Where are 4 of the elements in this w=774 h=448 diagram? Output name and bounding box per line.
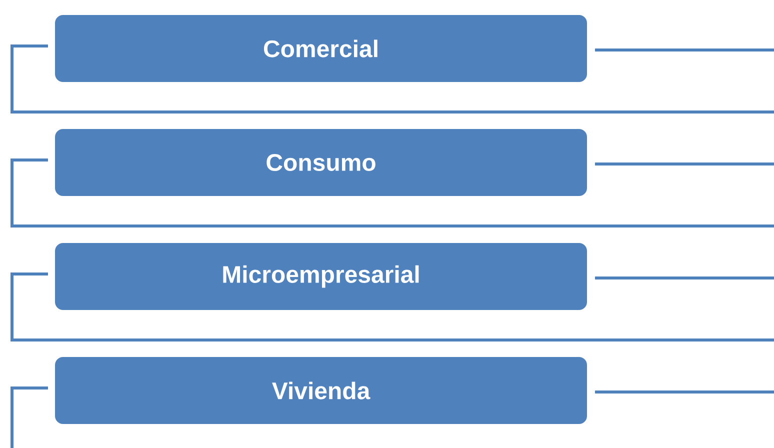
- category-box: Vivienda: [55, 357, 587, 424]
- category-box: Microempresarial: [55, 243, 587, 310]
- category-box: Comercial: [55, 15, 587, 82]
- category-box: Consumo: [55, 129, 587, 196]
